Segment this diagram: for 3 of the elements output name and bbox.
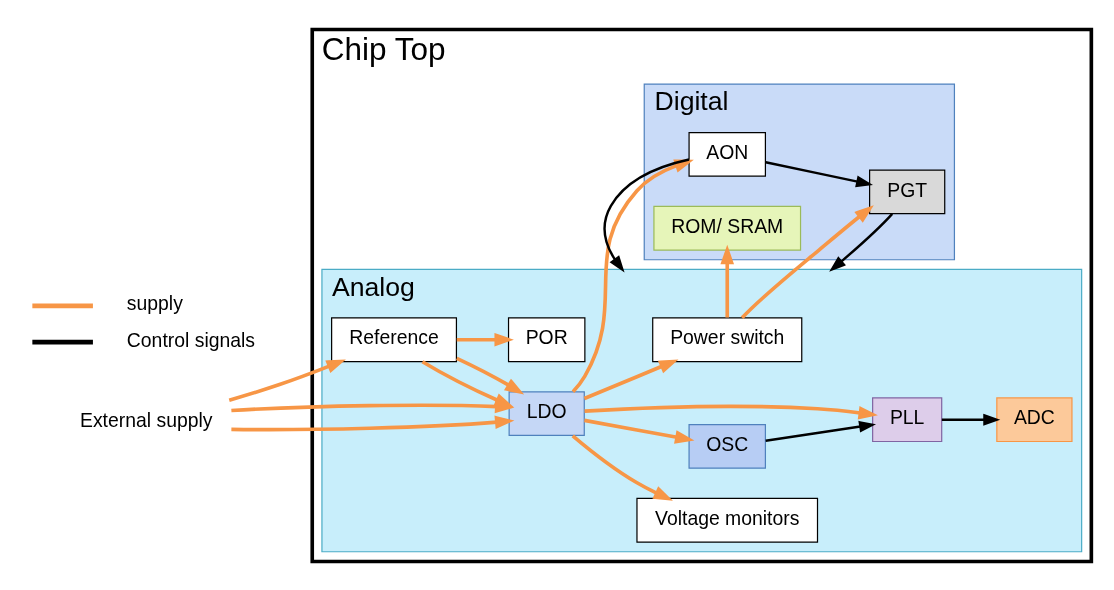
node-text: External supply	[80, 408, 213, 431]
legend-label: supply	[126, 291, 183, 314]
legend-label: Control signals	[126, 328, 256, 351]
